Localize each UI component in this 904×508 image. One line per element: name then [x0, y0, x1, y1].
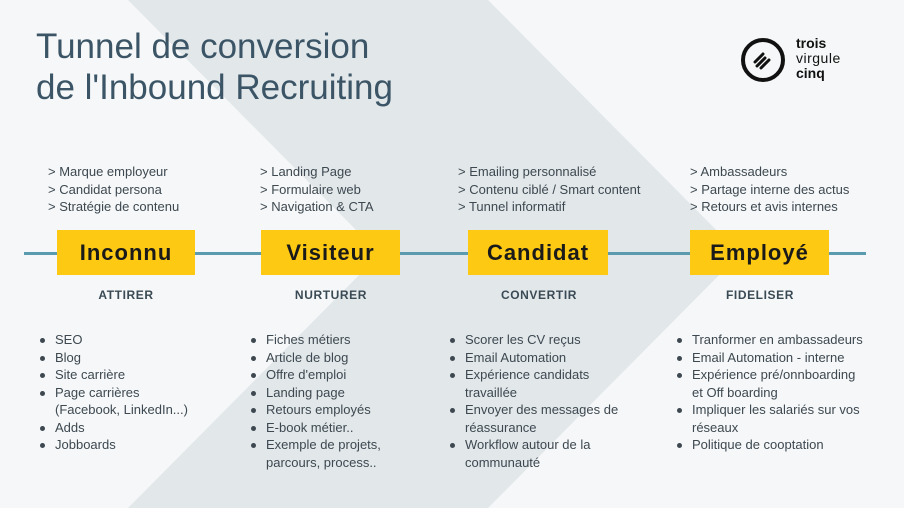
- stage-candidat-actions: Scorer les CV reçus Email Automation Exp…: [450, 331, 618, 471]
- action-item: Site carrière: [40, 366, 188, 384]
- action-item: Offre d'emploi: [251, 366, 381, 384]
- action-item: Exemple de projets,parcours, process..: [251, 436, 381, 471]
- tactic-item: Ambassadeurs: [690, 163, 849, 181]
- tactic-item: Retours et avis internes: [690, 198, 849, 216]
- logo-line-3: cinq: [796, 65, 825, 81]
- tactic-item: Contenu ciblé / Smart content: [458, 181, 640, 199]
- stage-candidat-tactics: Emailing personnalisé Contenu ciblé / Sm…: [458, 163, 641, 216]
- action-item: SEO: [40, 331, 188, 349]
- action-item: Retours employés: [251, 401, 381, 419]
- stage-employe-verb: FIDELISER: [725, 288, 795, 302]
- logo-wordmark: trois virgule cinq: [796, 36, 841, 81]
- stage-visiteur-tactics: Landing Page Formulaire web Navigation &…: [260, 163, 374, 216]
- action-item: Tranformer en ambassadeurs: [677, 331, 863, 349]
- action-item: Page carrières(Facebook, LinkedIn...): [40, 384, 188, 419]
- stage-inconnu-box: Inconnu: [57, 230, 195, 275]
- tactic-item: Partage interne des actus: [690, 181, 849, 199]
- action-item: E-book métier..: [251, 419, 381, 437]
- tactic-item: Landing Page: [260, 163, 374, 181]
- stage-employe-tactics: Ambassadeurs Partage interne des actus R…: [690, 163, 850, 216]
- logo-line-2: virgule: [796, 50, 841, 66]
- tactic-item: Formulaire web: [260, 181, 374, 199]
- action-item: Blog: [40, 349, 188, 367]
- funnel-timeline: [24, 252, 866, 255]
- tactic-item: Emailing personnalisé: [458, 163, 640, 181]
- tactic-item: Stratégie de contenu: [48, 198, 179, 216]
- action-item: Jobboards: [40, 436, 188, 454]
- logo-line-1: trois: [796, 35, 827, 51]
- action-item: Fiches métiers: [251, 331, 381, 349]
- stage-candidat-box: Candidat: [468, 230, 608, 275]
- stage-inconnu-actions: SEO Blog Site carrière Page carrières(Fa…: [40, 331, 188, 454]
- stage-employe-actions: Tranformer en ambassadeurs Email Automat…: [677, 331, 863, 454]
- logo-mark-icon: [741, 38, 785, 82]
- trois-virgule-cinq-logo: trois virgule cinq: [741, 36, 861, 90]
- stage-visiteur-verb: NURTURER: [294, 288, 368, 302]
- action-item: Politique de cooptation: [677, 436, 863, 454]
- stage-inconnu-verb: ATTIRER: [98, 288, 154, 302]
- action-item: Adds: [40, 419, 188, 437]
- stage-employe-box: Employé: [690, 230, 829, 275]
- tactic-item: Marque employeur: [48, 163, 179, 181]
- stage-visiteur-box: Visiteur: [261, 230, 400, 275]
- stage-inconnu-tactics: Marque employeur Candidat persona Straté…: [48, 163, 179, 216]
- action-item: Email Automation - interne: [677, 349, 863, 367]
- action-item: Email Automation: [450, 349, 618, 367]
- action-item: Article de blog: [251, 349, 381, 367]
- action-item: Landing page: [251, 384, 381, 402]
- stage-visiteur-actions: Fiches métiers Article de blog Offre d'e…: [251, 331, 381, 471]
- title-line-2: de l'Inbound Recruiting: [36, 68, 393, 107]
- tactic-item: Navigation & CTA: [260, 198, 373, 216]
- tactic-item: Tunnel informatif: [458, 198, 640, 216]
- page-title: Tunnel de conversion de l'Inbound Recrui…: [36, 26, 393, 108]
- action-item: Scorer les CV reçus: [450, 331, 618, 349]
- stage-candidat-verb: CONVERTIR: [500, 288, 578, 302]
- title-line-1: Tunnel de conversion: [36, 27, 370, 66]
- tactic-item: Candidat persona: [48, 181, 179, 199]
